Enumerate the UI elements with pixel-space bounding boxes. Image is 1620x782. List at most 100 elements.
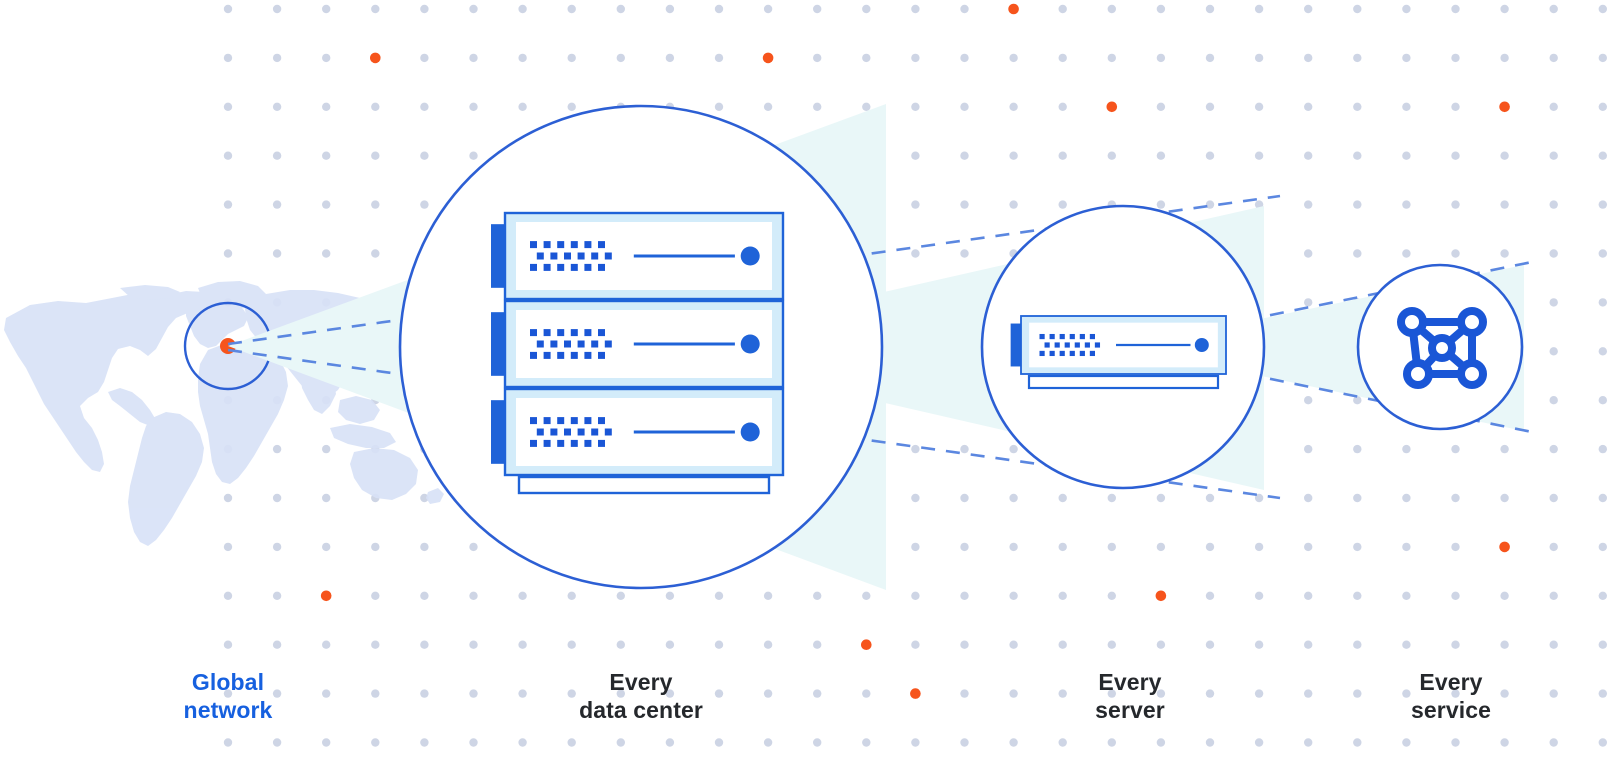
grid-dot [371, 102, 380, 112]
server-port-dot [604, 428, 612, 436]
grid-dot [1107, 493, 1117, 503]
grid-dot [1549, 738, 1558, 747]
grid-dot [1451, 4, 1460, 14]
grid-dot [1598, 444, 1608, 454]
grid-dot [960, 689, 969, 698]
grid-dot [911, 738, 920, 747]
grid-dot [1451, 640, 1460, 649]
server-port-dot [530, 351, 537, 359]
grid-dot [862, 738, 871, 747]
grid-dot [518, 102, 527, 112]
grid-dot [1500, 591, 1509, 600]
grid-dot [322, 249, 331, 258]
grid-dot [1353, 738, 1362, 747]
grid-dot [1402, 542, 1411, 552]
grid-dot [1058, 151, 1067, 160]
grid-dot [616, 640, 625, 649]
grid-dot [1205, 542, 1215, 552]
grid-dot [1304, 493, 1313, 503]
grid-dot [1598, 347, 1608, 356]
graph-node-top-left [1397, 307, 1427, 337]
grid-dot [665, 4, 675, 14]
grid-dot [1598, 200, 1608, 209]
grid-dot [272, 738, 282, 747]
grid-dot [862, 53, 871, 63]
grid-dot [1304, 444, 1313, 454]
grid-dot [223, 640, 233, 649]
grid-dot [911, 102, 920, 112]
grid-dot [862, 102, 871, 112]
grid-dot [272, 689, 282, 698]
grid-dot [1304, 591, 1313, 600]
grid-dot [1254, 493, 1264, 503]
server-side-tab [491, 400, 507, 464]
server-port-dot [564, 340, 571, 348]
graph-node-center [1428, 334, 1456, 362]
server-port-dot [1069, 333, 1075, 340]
grid-dot [223, 249, 233, 258]
grid-dot [1058, 591, 1067, 600]
grid-dot [469, 689, 478, 698]
grid-dot [1304, 396, 1313, 405]
grid-dot [1107, 53, 1117, 63]
grid-dot [1107, 4, 1117, 14]
map-indonesia [330, 424, 396, 448]
grid-dot [763, 689, 773, 698]
grid-dot [1058, 4, 1067, 14]
grid-dot [1451, 444, 1460, 454]
grid-dot [322, 53, 331, 63]
grid-dot [862, 689, 871, 698]
grid-dot-accent [762, 52, 774, 64]
grid-dot [322, 151, 331, 160]
server-port-dot [1074, 342, 1080, 348]
grid-dot [813, 591, 822, 600]
grid-dot [371, 591, 380, 600]
server-port-dot [543, 329, 551, 337]
grid-dot-accent [1155, 590, 1167, 602]
grid-dot [911, 151, 920, 160]
grid-dot [862, 591, 871, 600]
grid-dot [1353, 542, 1362, 552]
grid-dot [567, 738, 576, 747]
grid-dot [1304, 200, 1313, 209]
grid-dot [469, 591, 478, 600]
grid-dot [1156, 200, 1166, 209]
grid-dot [1598, 493, 1608, 503]
server-port-dot [1079, 350, 1085, 357]
grid-dot [1402, 151, 1411, 160]
grid-dot [1500, 249, 1509, 258]
grid-dot [960, 200, 969, 209]
grid-dot [223, 738, 233, 747]
grid-dot [813, 102, 822, 112]
grid-dot [1549, 4, 1558, 14]
server-port-dot [1069, 350, 1075, 357]
grid-dot [714, 591, 724, 600]
grid-dot [1009, 53, 1018, 63]
grid-dot [1107, 640, 1117, 649]
grid-dot [469, 542, 478, 552]
grid-dot [1353, 53, 1362, 63]
server-port-dot [536, 340, 544, 348]
grid-dot [714, 640, 724, 649]
server-port-dot [584, 417, 592, 425]
server-port-dot [550, 428, 558, 436]
server-port-dot [598, 263, 605, 271]
grid-dot [1156, 493, 1166, 503]
grid-dot [322, 102, 331, 112]
server-port-dot [530, 329, 537, 337]
grid-dot [1549, 444, 1558, 454]
label-service: Every service [1411, 669, 1491, 724]
server-port-dot [530, 439, 537, 447]
grid-dot [911, 493, 920, 503]
grid-dot [1402, 493, 1411, 503]
grid-dot [1451, 738, 1460, 747]
server-port-dot [570, 439, 578, 447]
grid-dot [1549, 542, 1558, 552]
grid-dot [616, 4, 625, 14]
grid-dot [223, 591, 233, 600]
server-port-dot [584, 351, 592, 359]
server-port-dot [604, 252, 612, 260]
server-port-dot [550, 340, 558, 348]
grid-dot [1598, 102, 1608, 112]
